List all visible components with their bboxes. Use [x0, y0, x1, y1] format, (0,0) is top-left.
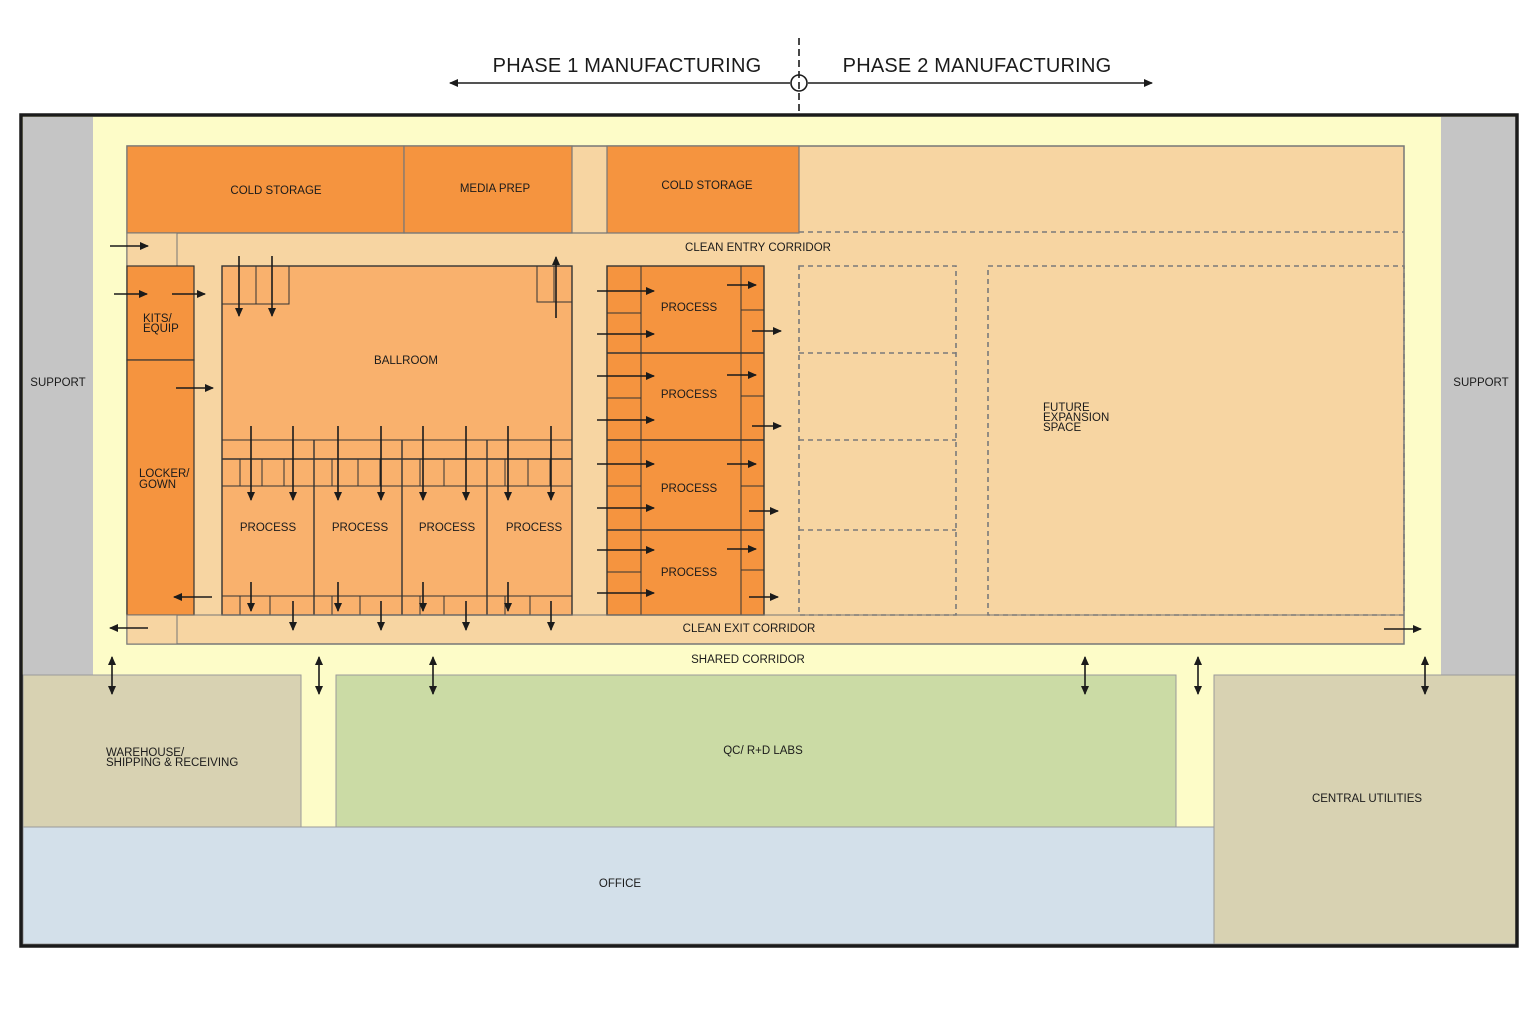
phase-2-label: PHASE 2 MANUFACTURING — [843, 55, 1112, 77]
suite-process-label-4: PROCESS — [661, 567, 718, 579]
office-label: OFFICE — [599, 878, 641, 890]
suite-process-label-2: PROCESS — [661, 389, 718, 401]
kits-equip-label-line-1: KITS/ — [143, 313, 173, 325]
support-zone-left — [23, 117, 93, 675]
qc-labs-label: QC/ R+D LABS — [723, 745, 803, 757]
support-right-label: SUPPORT — [1453, 377, 1508, 389]
building-outline — [19, 113, 1519, 948]
phase-header: PHASE 1 MANUFACTURING PHASE 2 MANUFACTUR… — [449, 38, 1153, 232]
flow-arrows — [108, 242, 1429, 695]
ballroom-process-label-4: PROCESS — [506, 522, 563, 534]
cold-storage-1-label: COLD STORAGE — [230, 185, 321, 197]
shared-corridor-label: SHARED CORRIDOR — [691, 654, 805, 666]
future-expansion-label-line-1: FUTURE — [1043, 402, 1090, 414]
media-prep-label: MEDIA PREP — [460, 183, 531, 195]
ballroom-label: BALLROOM — [374, 355, 438, 367]
warehouse-label-line-1: WAREHOUSE/ — [106, 747, 185, 759]
exit-airlock — [126, 614, 178, 645]
warehouse-zone — [22, 674, 302, 828]
future-expansion-label-line-3: SPACE — [1043, 422, 1081, 434]
locker-gown-room — [126, 359, 195, 616]
suite-process-label-1: PROCESS — [661, 302, 718, 314]
clean-entry-corridor-label: CLEAN ENTRY CORRIDOR — [685, 242, 831, 254]
ballroom-process-label-1: PROCESS — [240, 522, 297, 534]
office-zone — [22, 826, 1215, 945]
ballroom-process-airlocks — [222, 439, 572, 615]
support-left-label: SUPPORT — [30, 377, 85, 389]
kits-equip-room — [126, 265, 195, 361]
locker-gown-label-line-2: GOWN — [139, 479, 176, 491]
kits-equip-label-line-2: EQUIP — [143, 323, 179, 335]
ballroom-process-label-3: PROCESS — [419, 522, 476, 534]
clean-exit-corridor-label: CLEAN EXIT CORRIDOR — [683, 623, 816, 635]
cold-storage-room-2 — [606, 145, 800, 234]
warehouse-label-line-2: SHIPPING & RECEIVING — [106, 757, 238, 769]
future-expansion-label-line-2: EXPANSION — [1043, 412, 1109, 424]
central-utilities-label: CENTRAL UTILITIES — [1312, 793, 1422, 805]
ballroom-process-label-2: PROCESS — [332, 522, 389, 534]
cold-storage-2-label: COLD STORAGE — [661, 180, 752, 192]
suite-process-label-3: PROCESS — [661, 483, 718, 495]
media-prep-room — [403, 145, 573, 234]
qc-labs-zone — [335, 674, 1177, 828]
cold-storage-room-1 — [126, 145, 405, 234]
locker-gown-label-line-1: LOCKER/ — [139, 468, 190, 480]
entry-airlock — [126, 232, 178, 267]
central-utilities-zone — [1213, 674, 1517, 945]
support-zone-right — [1441, 117, 1516, 675]
phase-1-label: PHASE 1 MANUFACTURING — [493, 55, 762, 77]
